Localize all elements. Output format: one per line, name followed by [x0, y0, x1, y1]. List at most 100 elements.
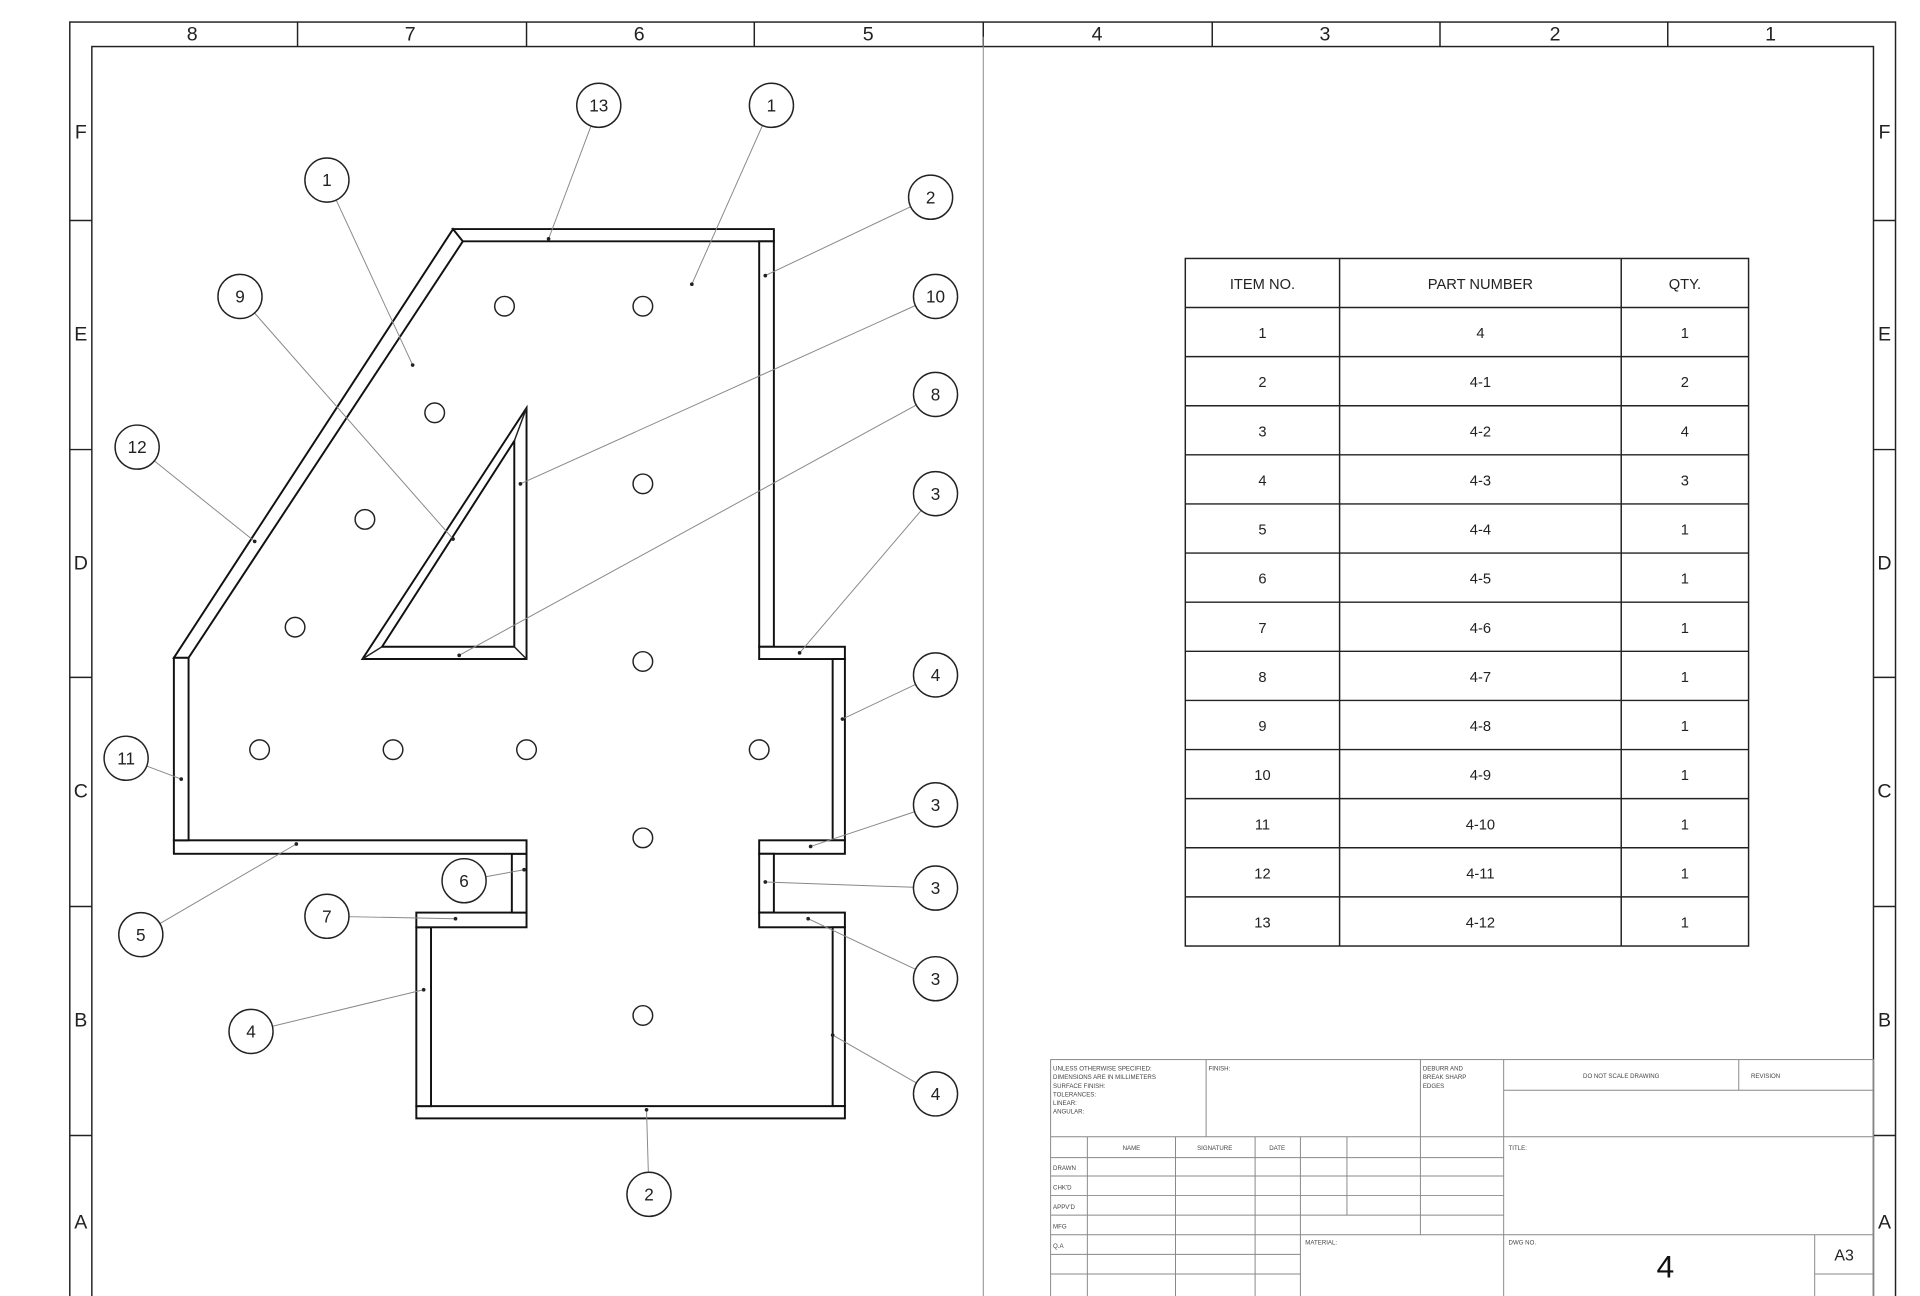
balloon-circle — [304, 157, 350, 203]
balloon: 13 — [546, 82, 622, 241]
balloon: 1 — [690, 82, 795, 287]
table-cell: 4-9 — [1470, 768, 1491, 784]
table-cell: 1 — [1681, 326, 1689, 342]
balloon-circle — [912, 273, 959, 320]
leader-dot — [518, 482, 523, 486]
leader-line — [146, 765, 182, 780]
zone-label-top: 3 — [1319, 23, 1330, 45]
zone-label-top: 5 — [863, 23, 874, 45]
balloon: 4 — [228, 987, 426, 1055]
leader-line — [159, 843, 297, 924]
leader-line — [810, 811, 915, 847]
signature-header: SIGNATURE — [1197, 1145, 1232, 1152]
table-header: ITEM NO. — [1230, 277, 1295, 293]
leader-line — [458, 404, 917, 656]
balloon: 4 — [840, 652, 959, 721]
bevel-edge — [362, 646, 383, 660]
balloon: 3 — [797, 470, 959, 655]
balloon-circle — [912, 470, 959, 517]
zone-label-left: D — [74, 553, 88, 575]
wall-left-lower — [415, 926, 432, 1108]
leader-dot — [522, 867, 526, 872]
tolerance-note: LINEAR: — [1053, 1100, 1077, 1107]
balloon-number: 5 — [136, 925, 146, 945]
material-label: MATERIAL: — [1305, 1240, 1337, 1247]
hole — [354, 508, 376, 530]
hole — [382, 739, 404, 761]
inner-border — [91, 45, 1875, 1296]
bevel-edge — [513, 407, 528, 442]
balloon-number: 4 — [931, 665, 941, 685]
balloon: 12 — [114, 424, 257, 544]
table-cell: 1 — [1681, 621, 1689, 637]
leader-dot — [644, 1107, 649, 1112]
zone-label-left: B — [74, 1010, 87, 1032]
leader-line — [272, 989, 424, 1027]
table-cell: 12 — [1254, 866, 1270, 882]
balloon-circle — [114, 424, 160, 470]
table-cell: 1 — [1681, 572, 1689, 588]
table-cell: 4-11 — [1466, 866, 1494, 882]
table-cell: 1 — [1681, 719, 1689, 735]
table-cell: 1 — [1681, 670, 1689, 686]
balloon-number: 12 — [128, 437, 147, 457]
leader-line — [646, 1109, 649, 1173]
leader-dot — [453, 916, 458, 921]
balloon-circle — [228, 1008, 274, 1055]
role-label: CHK'D — [1053, 1184, 1072, 1191]
leader-dot — [690, 282, 694, 287]
title-block-border — [1050, 1059, 1874, 1296]
table-cell: 4-7 — [1470, 670, 1491, 686]
table-cell: 4-6 — [1470, 621, 1491, 637]
deburr-note: DEBURR AND — [1423, 1066, 1464, 1073]
zone-label-top: 2 — [1550, 23, 1561, 45]
leader-line — [842, 683, 916, 720]
plate-notch-top-right — [758, 839, 846, 855]
leader-line — [765, 881, 914, 888]
table-cell: 4-12 — [1466, 916, 1495, 932]
table-cell: 10 — [1254, 768, 1270, 784]
role-label: APPV'D — [1053, 1204, 1075, 1211]
balloon-circle — [217, 273, 263, 320]
hole — [632, 473, 654, 495]
balloon-circle — [912, 865, 959, 911]
leader-line — [548, 125, 592, 240]
table-cell: 8 — [1258, 670, 1266, 686]
balloon-circle — [103, 735, 149, 782]
hole — [632, 295, 654, 317]
balloon: 3 — [763, 865, 959, 911]
deburr-note: EDGES — [1423, 1083, 1444, 1090]
balloon-number: 4 — [931, 1084, 941, 1104]
balloon-number: 8 — [931, 385, 941, 405]
table-cell: 9 — [1258, 719, 1266, 735]
triangle-cutout-inner — [380, 437, 516, 648]
table-cell: 4 — [1258, 473, 1266, 489]
dwg-no-label: DWG NO. — [1509, 1240, 1537, 1247]
table-cell: 1 — [1258, 326, 1266, 342]
balloon: 2 — [626, 1107, 672, 1218]
leader-line — [154, 460, 256, 542]
balloon-number: 1 — [767, 95, 777, 115]
balloon-number: 9 — [235, 287, 245, 307]
balloon-circle — [748, 82, 795, 129]
table-cell: 1 — [1681, 916, 1689, 932]
leader-dot — [410, 363, 415, 367]
plate-notch-bottom-left — [415, 911, 528, 929]
leader-dot — [546, 237, 551, 241]
table-cell: 6 — [1258, 572, 1266, 588]
balloon-number: 4 — [246, 1022, 256, 1042]
wall-right-mid — [831, 658, 846, 842]
balloon-number: 10 — [926, 287, 945, 307]
part-outline-4 — [172, 227, 846, 1120]
hole — [424, 402, 446, 424]
hole — [632, 1004, 654, 1027]
table-cell: 1 — [1681, 817, 1689, 833]
zone-label-right: B — [1878, 1010, 1891, 1032]
table-cell: 4-3 — [1470, 473, 1491, 489]
zone-label-right: A — [1878, 1212, 1892, 1234]
balloon: 3 — [808, 782, 959, 849]
leader-line — [691, 125, 763, 285]
zone-label-top: 6 — [634, 23, 645, 45]
wall-bottom — [415, 1105, 846, 1120]
